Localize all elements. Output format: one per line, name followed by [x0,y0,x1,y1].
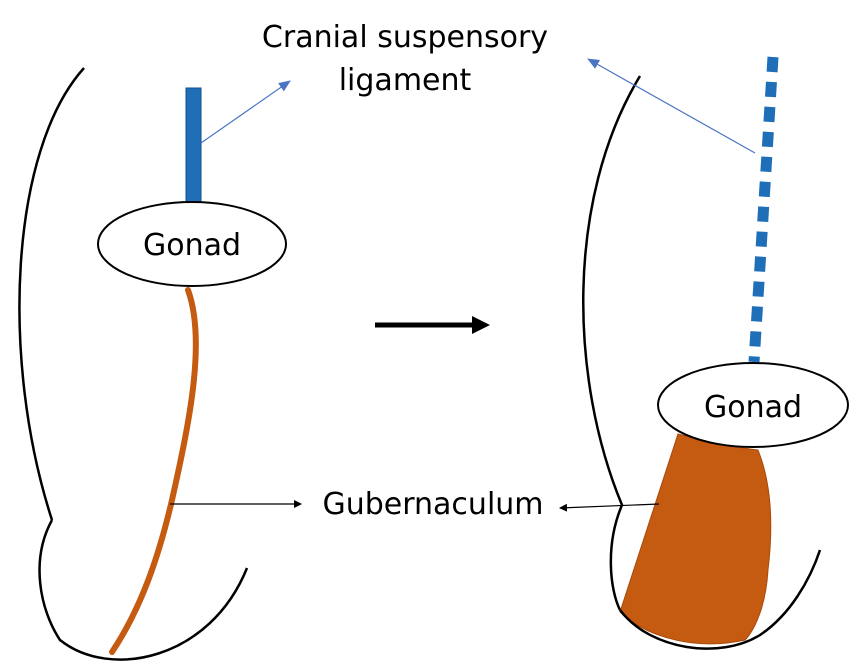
gonad-left [97,201,287,287]
gubernaculum-cord-left [109,287,199,655]
scrotal-outline-left [38,519,249,661]
gubernaculum-mass-right [619,433,772,645]
gonad-left-label: Gonad [143,228,241,263]
body-wall-outline-right [582,75,642,611]
body-wall-outline-left [18,67,85,521]
cranial-suspensory-ligament-right [748,56,779,363]
suspensory-pointer-left [200,80,291,144]
gonad-right-label: Gonad [704,390,802,425]
gubernaculum-label: Gubernaculum [322,487,543,522]
transition-arrow-head [472,316,490,334]
scrotal-outline-right [619,549,822,650]
suspensory-pointer-right [587,58,756,154]
gubernaculum-pointer-right [559,503,660,512]
cranial-suspensory-label-line2: ligament [339,63,472,98]
cranial-suspensory-ligament-left [185,87,202,204]
cranial-suspensory-label-line1: Cranial suspensory [262,20,548,55]
gonad-right [657,362,849,448]
